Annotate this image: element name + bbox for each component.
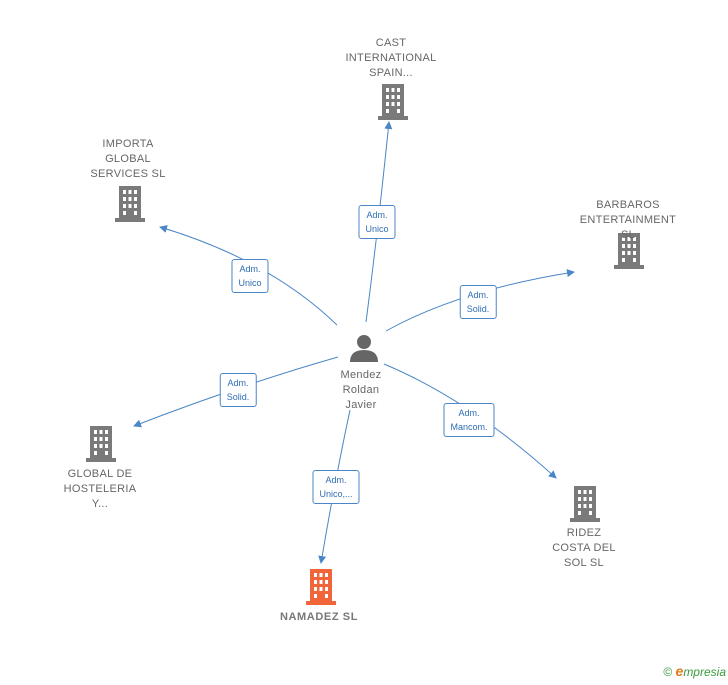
building-icon[interactable]	[378, 84, 408, 120]
company-name-global[interactable]: GLOBAL DE HOSTELERIA Y...	[63, 468, 137, 510]
building-icon[interactable]	[86, 426, 116, 462]
building-icon[interactable]	[570, 486, 600, 522]
brand-name: mpresia	[683, 665, 726, 679]
company-name-importa[interactable]: IMPORTA GLOBAL SERVICES SL	[90, 138, 166, 180]
company-name-cast[interactable]: CAST INTERNATIONAL SPAIN...	[345, 37, 437, 79]
footer-brand: © empresia	[663, 663, 726, 679]
role-badge-importa: Adm. Unico	[231, 259, 269, 293]
building-icon[interactable]	[115, 186, 145, 222]
role-badge-barbaros: Adm. Solid.	[459, 285, 497, 319]
company-name-ridez[interactable]: RIDEZ COSTA DEL SOL SL	[552, 527, 616, 569]
role-badge-ridez: Adm. Mancom.	[443, 403, 495, 437]
role-badge-namadez: Adm. Unico,...	[312, 470, 360, 504]
company-name-barbaros[interactable]: BARBAROS ENTERTAINMENT SL	[579, 199, 677, 241]
role-badge-global: Adm. Solid.	[219, 373, 257, 407]
person-name[interactable]: Mendez Roldan Javier	[340, 369, 382, 411]
building-icon[interactable]	[306, 569, 336, 605]
brand-initial: e	[675, 663, 684, 679]
person-icon[interactable]	[350, 335, 378, 362]
company-name-namadez[interactable]: NAMADEZ SL	[279, 611, 359, 623]
role-badge-cast: Adm. Unico	[358, 205, 396, 239]
copyright-symbol: ©	[663, 665, 673, 679]
